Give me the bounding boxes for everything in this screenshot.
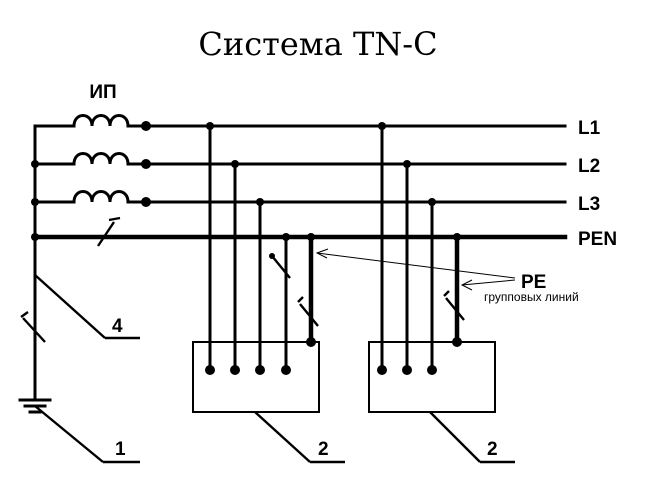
junction-dot [206, 122, 214, 130]
coil-l2 [72, 152, 130, 165]
pe-arrowhead-b [460, 279, 473, 291]
line-label-l3: L3 [578, 194, 600, 215]
line-label-l2: L2 [578, 156, 600, 177]
ground-break-tick [20, 311, 29, 318]
leader-neutral-bond [34, 274, 106, 339]
terminal-dot [141, 197, 151, 207]
source-label: ИП [89, 82, 116, 103]
coil-l1 [72, 114, 130, 127]
pen-break-tick [108, 216, 121, 222]
marker-load-b: 2 [487, 439, 498, 460]
leader-load-b [429, 411, 481, 463]
junction-dot [307, 233, 315, 241]
load-b [368, 122, 496, 413]
junction-dot [31, 160, 39, 168]
pe-arrowhead-a [315, 248, 329, 259]
source-coils [33, 114, 148, 204]
coil-l3 [72, 190, 130, 203]
marker-ground: 1 [115, 439, 126, 460]
terminal-dot [402, 365, 412, 375]
junction-dot [453, 233, 461, 241]
terminal-dot [255, 365, 265, 375]
junction-dot [256, 198, 264, 206]
load-a-n-break [271, 255, 291, 279]
terminal-dot [306, 337, 316, 347]
junction-dot [282, 233, 290, 241]
terminal-dot [141, 121, 151, 131]
junction-dot [403, 160, 411, 168]
load-a-box [192, 341, 320, 413]
pe-annotation-arrows [315, 248, 516, 291]
load-b-pe-break [445, 297, 465, 321]
pe-arrow-to-load-b [461, 279, 516, 286]
load-a [192, 122, 320, 413]
pe-arrow-to-load-a [316, 252, 516, 279]
ground-break-symbol [22, 317, 46, 343]
terminal-dot [452, 337, 462, 347]
junction-dot [31, 198, 39, 206]
terminal-dot [141, 159, 151, 169]
terminal-dot [230, 365, 240, 375]
line-label-l1: L1 [578, 118, 601, 139]
pen-break-symbol [97, 221, 115, 247]
leader-ground [34, 405, 104, 463]
terminal-dot [281, 365, 291, 375]
terminal-dot [427, 365, 437, 375]
line-label-pen: PEN [578, 229, 617, 250]
load-a-pe-break [299, 303, 319, 327]
junction-dot [31, 233, 39, 241]
junction-dot [231, 160, 239, 168]
terminal-dot [205, 365, 215, 375]
pe-sublabel: групповых линий [484, 290, 579, 304]
marker-load-a: 2 [318, 439, 329, 460]
load-b-pe-break-tick [443, 290, 450, 297]
terminal-dot [377, 365, 387, 375]
junction-dot [378, 122, 386, 130]
junction-dot [428, 198, 436, 206]
load-a-pe-break-tick [297, 296, 304, 303]
leader-load-a [254, 411, 311, 463]
marker-neutral-bond: 4 [112, 316, 123, 337]
page-title: Система TN-C [198, 25, 437, 63]
break-dot [269, 253, 275, 259]
pe-label: PE [521, 272, 546, 293]
